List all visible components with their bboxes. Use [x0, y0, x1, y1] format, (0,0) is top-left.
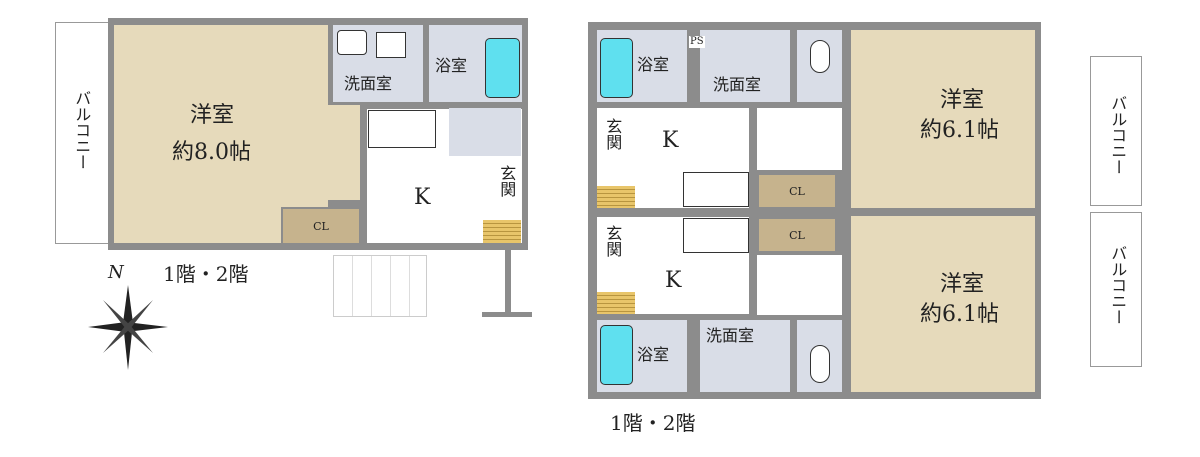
outdoor-stairs: [333, 255, 427, 317]
left-entrance-step: [483, 220, 521, 243]
upper-entrance-step: [597, 186, 635, 208]
toilet-icon: [810, 40, 830, 73]
left-closet: CL: [281, 207, 361, 245]
lower-room-name: 洋室: [940, 272, 985, 297]
left-room-name: 洋室: [190, 103, 235, 128]
upper-closet: CL: [757, 173, 837, 209]
pillar: [505, 248, 511, 314]
left-balcony: [55, 22, 110, 244]
pillar-base: [482, 312, 532, 317]
upper-room-size: 約6.1帖: [920, 118, 999, 143]
left-balcony-label: バルコニー: [72, 90, 92, 170]
left-floor-label: 1階・2階: [163, 262, 249, 286]
left-closet-label: CL: [313, 219, 329, 233]
bathtub-icon: [600, 38, 633, 98]
stove-icon: [368, 110, 436, 148]
lower-closet-label: CL: [789, 228, 805, 242]
upper-room-name: 洋室: [940, 88, 985, 113]
north-mark: N: [108, 262, 124, 283]
upper-bathroom-label: 浴室: [637, 55, 670, 74]
bathtub-icon: [600, 325, 633, 385]
upper-western-room: [851, 30, 1035, 208]
lower-bathroom-label: 浴室: [637, 345, 670, 364]
right-balcony-lower: [1090, 212, 1142, 367]
lower-closet: CL: [757, 217, 837, 253]
left-kitchen-label: K: [414, 185, 431, 210]
stove-icon: [683, 172, 749, 207]
right-balcony-upper: [1090, 56, 1142, 206]
left-western-room-extension: [320, 105, 360, 200]
lower-washroom-label: 洗面室: [706, 326, 755, 345]
lower-entrance-step: [597, 292, 635, 314]
left-western-room-lower: [114, 200, 276, 243]
bathtub-icon: [485, 38, 520, 98]
compass-icon: [88, 285, 168, 370]
sink-icon: [337, 30, 367, 55]
upper-entrance-label: 玄関: [603, 118, 623, 150]
left-bathroom-label: 浴室: [435, 56, 468, 75]
upper-balcony-label: バルコニー: [1108, 95, 1128, 175]
left-room-size: 約8.0帖: [172, 140, 251, 165]
washer-icon: [376, 32, 406, 58]
lower-hallway: [757, 255, 842, 315]
right-floor-label: 1階・2階: [610, 411, 696, 435]
lower-balcony-label: バルコニー: [1108, 245, 1128, 325]
left-entrance-label: 玄関: [497, 165, 517, 197]
lower-kitchen-label: K: [665, 268, 682, 293]
upper-hallway: [757, 108, 842, 170]
upper-closet-label: CL: [789, 184, 805, 198]
upper-washroom-label: 洗面室: [713, 75, 762, 94]
toilet-icon: [810, 345, 830, 383]
lower-entrance-label: 玄関: [603, 225, 623, 257]
left-storage: [449, 108, 521, 156]
lower-washroom: [700, 320, 790, 392]
stove-icon: [683, 218, 749, 253]
upper-kitchen-label: K: [662, 128, 679, 153]
lower-western-room: [851, 216, 1035, 392]
ps-label: PS: [689, 36, 705, 48]
lower-room-size: 約6.1帖: [920, 302, 999, 327]
left-washroom-label: 洗面室: [344, 74, 393, 93]
upper-washroom: [700, 30, 790, 102]
